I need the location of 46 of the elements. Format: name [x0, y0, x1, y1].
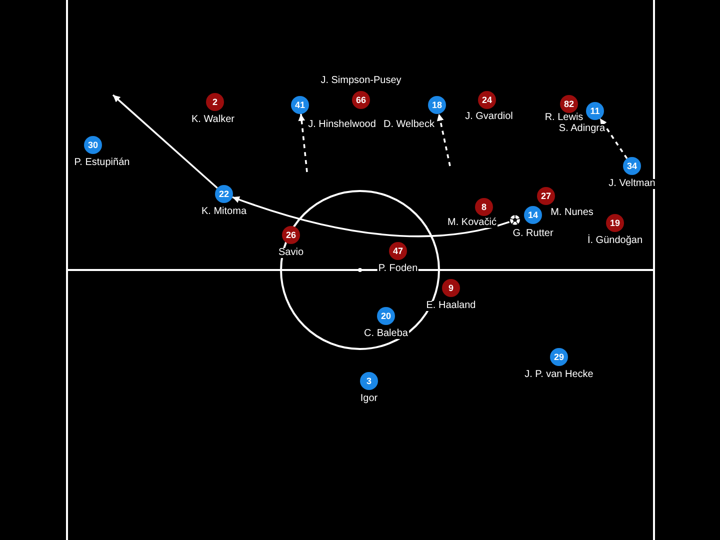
player-name: C. Baleba	[363, 329, 409, 339]
player-name: S. Adingra	[558, 124, 606, 134]
movement-arrow	[436, 114, 451, 166]
player-marker: 47	[389, 242, 407, 260]
player-marker: 26	[282, 226, 300, 244]
player-marker: 34	[623, 157, 641, 175]
player-marker: 27	[537, 187, 555, 205]
movement-arrow	[599, 118, 628, 160]
player-name: P. Estupiñán	[73, 158, 131, 168]
football-icon	[509, 214, 521, 226]
player-name: Savio	[278, 248, 304, 258]
player-name: G. Rutter	[512, 229, 554, 239]
player-name: İ. Gündoğan	[586, 236, 644, 246]
player-name: K. Mitoma	[200, 207, 248, 217]
player-marker: 11	[586, 102, 604, 120]
player-marker: 19	[606, 214, 624, 232]
player-marker: 2	[206, 93, 224, 111]
arrow	[112, 94, 218, 189]
player-name: J. Gvardiol	[464, 112, 514, 122]
player-name: E. Haaland	[425, 301, 477, 311]
player-name: J. Veltman	[608, 179, 656, 189]
player-name: J. Simpson-Pusey	[320, 76, 402, 86]
player-marker: 22	[215, 185, 233, 203]
player-marker: 30	[84, 136, 102, 154]
player-marker: 3	[360, 372, 378, 390]
player-name: K. Walker	[190, 115, 236, 125]
player-name: M. Kovačić	[446, 218, 498, 228]
arrow	[232, 196, 510, 238]
player-name: Igor	[359, 394, 379, 404]
player-marker: 66	[352, 91, 370, 109]
player-marker: 20	[377, 307, 395, 325]
player-name: D. Welbeck	[382, 120, 436, 130]
player-name: R. Lewis	[544, 113, 584, 123]
player-marker: 18	[428, 96, 446, 114]
player-marker: 14	[524, 206, 542, 224]
player-marker: 41	[291, 96, 309, 114]
player-name: M. Nunes	[550, 208, 594, 218]
player-marker: 24	[478, 91, 496, 109]
movement-arrow	[298, 114, 308, 172]
player-marker: 29	[550, 348, 568, 366]
player-name: J. Hinshelwood	[307, 120, 377, 130]
player-marker: 9	[442, 279, 460, 297]
player-name: P. Foden	[377, 264, 419, 274]
player-marker: 8	[475, 198, 493, 216]
player-name: J. P. van Hecke	[524, 370, 594, 380]
player-marker: 82	[560, 95, 578, 113]
